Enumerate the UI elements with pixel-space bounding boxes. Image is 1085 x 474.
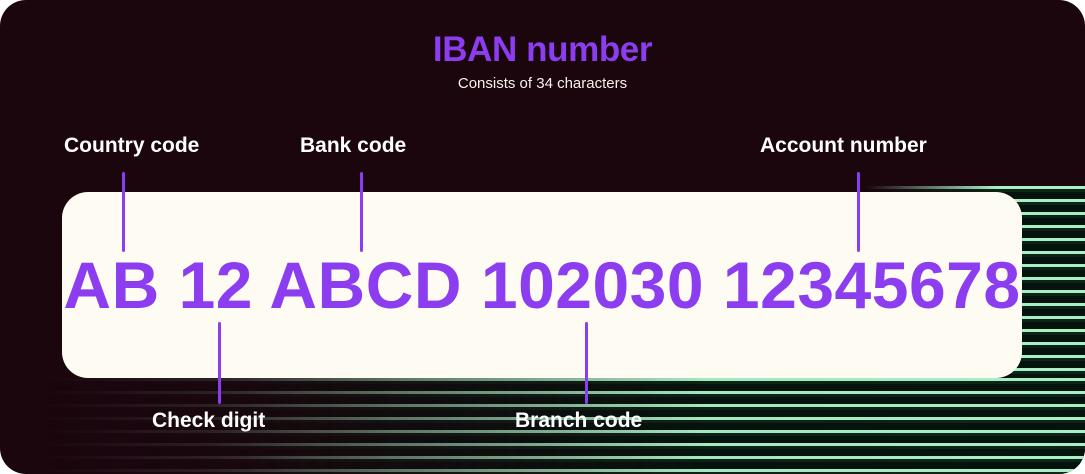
page-title: IBAN number <box>432 30 653 69</box>
page-subtitle: Consists of 34 characters <box>457 75 628 92</box>
callout-label-check-digit: Check digit <box>152 409 266 432</box>
callout-leader-country-code <box>122 172 125 252</box>
callout-leader-bank-code <box>360 172 363 252</box>
callout-label-country-code: Country code <box>64 134 200 157</box>
iban-value: AB 12 ABCD 102030 12345678 <box>63 248 1021 322</box>
callout-label-account-number: Account number <box>760 134 927 157</box>
callout-leader-account-number <box>857 172 860 252</box>
callout-leader-branch-code <box>585 322 588 404</box>
callout-label-bank-code: Bank code <box>300 134 407 157</box>
callout-leader-check-digit <box>218 322 221 404</box>
callout-label-branch-code: Branch code <box>515 409 643 432</box>
iban-card: AB 12 ABCD 102030 12345678 <box>62 192 1022 378</box>
